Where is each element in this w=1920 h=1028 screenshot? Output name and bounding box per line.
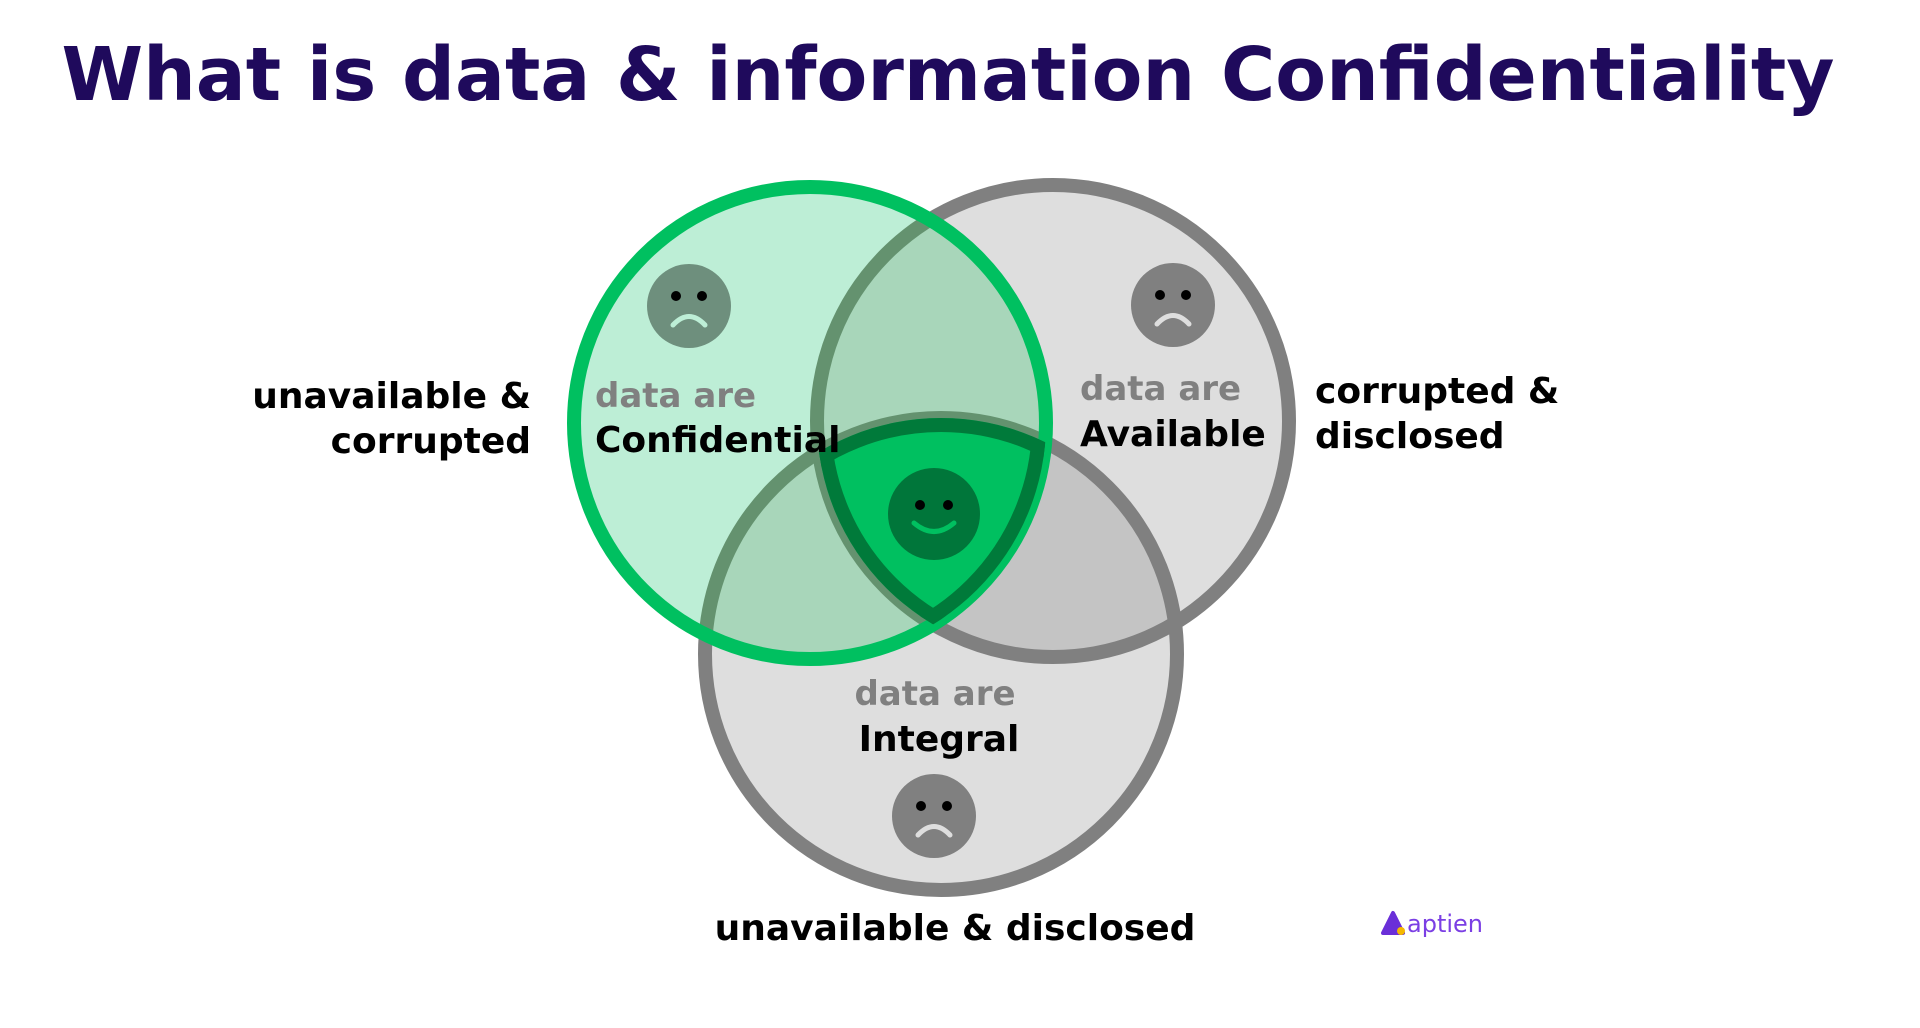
confidential-prefix: data are — [595, 376, 756, 416]
outer-label-bottom: unavailable & disclosed — [715, 908, 1196, 949]
outer-label-right-2: disclosed — [1315, 416, 1505, 457]
outer-label-left-2: corrupted — [331, 421, 531, 462]
confidential-label: Confidential — [595, 420, 840, 461]
available-prefix: data are — [1080, 369, 1241, 409]
aptien-logo: aptien — [1381, 910, 1483, 938]
logo-text: aptien — [1407, 910, 1483, 938]
page-title: What is data & information Confidentiali… — [61, 32, 1834, 118]
integral-label: Integral — [859, 719, 1020, 760]
sad-face-icon — [892, 774, 976, 858]
outer-label-left-1: unavailable & — [252, 376, 531, 417]
outer-label-right-1: corrupted & — [1315, 371, 1559, 412]
sad-face-icon — [647, 264, 731, 348]
sad-face-icon — [1131, 263, 1215, 347]
available-label: Available — [1080, 414, 1266, 455]
happy-face-icon — [888, 468, 980, 560]
integral-prefix: data are — [854, 674, 1015, 714]
